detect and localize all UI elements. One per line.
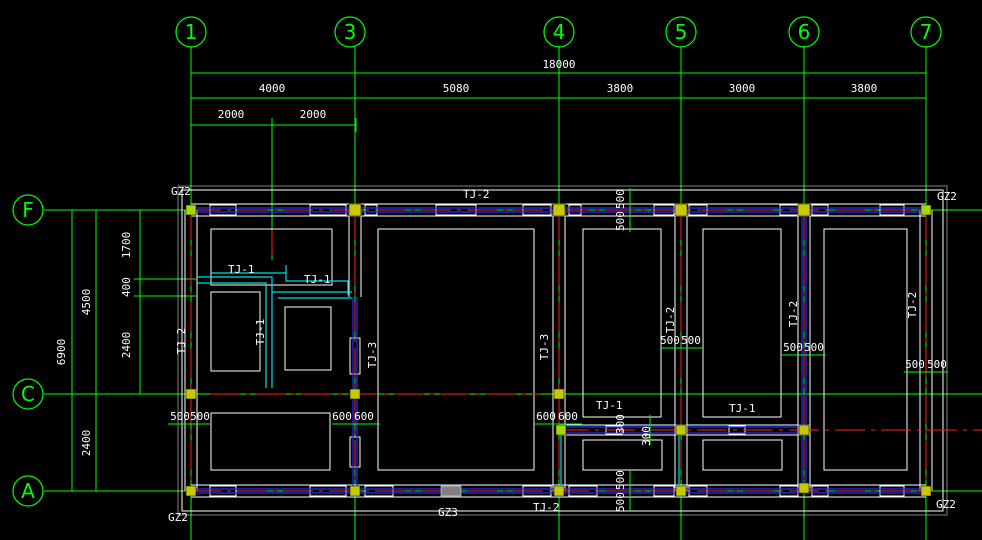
column-mid4 [555, 424, 567, 436]
bw-bottom-a: 500 [614, 470, 627, 490]
axis-label-3: 3 [344, 20, 357, 44]
axis-label-1: 1 [185, 20, 198, 44]
dim-overall-top: 18000 [542, 58, 575, 71]
label-tj2-axis5: TJ-2 [664, 307, 677, 334]
axis-label-6: 6 [798, 20, 811, 44]
axis-label-5: 5 [675, 20, 688, 44]
bw-top-a: 500 [614, 189, 627, 209]
axis-bubbles [12, 16, 942, 507]
label-gz2-bottom-left: GZ2 [168, 511, 188, 524]
column-gz2-top-left [185, 204, 197, 216]
column-c4 [553, 388, 565, 400]
bw-axis7-b: 500 [927, 358, 947, 371]
bw-axis3-b: 600 [354, 410, 374, 423]
bw-axis6-a: 500 [783, 341, 803, 354]
bw-top-b: 500 [614, 211, 627, 231]
label-tj1-c: TJ-1 [596, 399, 623, 412]
column-c3 [349, 388, 361, 400]
column-gz3 [440, 485, 462, 497]
axis-label-F: F [22, 198, 34, 222]
bw-mid-a: 300 [614, 414, 627, 434]
column-f5 [674, 203, 688, 217]
column-f6 [797, 203, 811, 217]
bw-axis3-a: 600 [332, 410, 352, 423]
column-a5 [675, 485, 687, 497]
axis-label-C: C [21, 382, 35, 406]
dim-left-2400: 2400 [80, 430, 93, 457]
label-gz2-bottom-right: GZ2 [936, 498, 956, 511]
bw-axis1-b: 500 [190, 410, 210, 423]
column-f3 [348, 203, 362, 217]
dim-top-seg-3: 3800 [607, 82, 634, 95]
dim-top-seg-2: 5080 [443, 82, 470, 95]
top-dimensions [190, 66, 927, 132]
column-a3 [349, 485, 361, 497]
axis-labels: 1 3 4 5 6 7 F C A [21, 20, 932, 503]
column-mid5 [675, 424, 687, 436]
label-gz2-top-right: GZ2 [937, 190, 957, 203]
column-c1 [185, 388, 197, 400]
dim-left-400: 400 [120, 277, 133, 297]
label-tj2-bottom: TJ-2 [533, 501, 560, 514]
column-gz2-top-right [920, 204, 932, 216]
foundation-outlines [177, 185, 948, 516]
bw-axis5-b: 500 [681, 334, 701, 347]
bw-axis6-b: 500 [804, 341, 824, 354]
axis-label-A: A [21, 479, 35, 503]
beam-lines-cyan [197, 265, 680, 491]
column-a6 [798, 482, 810, 494]
dim-left-1700: 1700 [120, 232, 133, 259]
dim-top-seg-5: 3800 [851, 82, 878, 95]
dim-top-sub-2: 2000 [300, 108, 327, 121]
label-tj3-axis4: TJ-3 [538, 334, 551, 361]
left-dimensions [66, 209, 196, 492]
column-a4 [553, 485, 565, 497]
label-tj1-a: TJ-1 [228, 263, 255, 276]
label-tj2-axis7: TJ-2 [906, 292, 919, 319]
columns [185, 203, 932, 497]
column-mid6 [798, 424, 810, 436]
dim-left-4500: 4500 [80, 289, 93, 316]
dim-top-sub-1: 2000 [218, 108, 245, 121]
label-tj1-d: TJ-1 [729, 402, 756, 415]
column-gz2-bottom-right [920, 485, 932, 497]
dim-top-seg-4: 3000 [729, 82, 756, 95]
column-gz2-bottom-left [185, 485, 197, 497]
dim-top-seg-1: 4000 [259, 82, 286, 95]
axis-label-7: 7 [920, 20, 933, 44]
structure-labels: GZ2 GZ2 GZ2 GZ2 GZ3 TJ-2 TJ-2 TJ-1 TJ-1 … [168, 185, 957, 524]
column-f4 [552, 203, 566, 217]
dim-left-2400b: 2400 [120, 332, 133, 359]
label-gz2-top-left: GZ2 [171, 185, 191, 198]
centerlines-red [190, 209, 982, 492]
bw-axis1-a: 500 [170, 410, 190, 423]
axis-label-4: 4 [553, 20, 566, 44]
dim-left-overall: 6900 [55, 339, 68, 366]
label-tj2-axis6: TJ-2 [787, 301, 800, 328]
bw-mid-b: 300 [640, 426, 653, 446]
label-gz3: GZ3 [438, 506, 458, 519]
label-tj2-axis1: TJ-2 [175, 328, 188, 355]
bw-bottom-b: 500 [614, 492, 627, 512]
label-tj2-top: TJ-2 [463, 188, 490, 201]
bw-axis5-a: 500 [660, 334, 680, 347]
label-tj1-vertical: TJ-1 [254, 319, 267, 346]
bw-axis4-b: 600 [558, 410, 578, 423]
label-tj1-b: TJ-1 [304, 273, 331, 286]
bw-axis7-a: 500 [905, 358, 925, 371]
label-tj3-axis3: TJ-3 [366, 342, 379, 369]
beam-width-dims [168, 188, 948, 512]
bw-axis4-a: 600 [536, 410, 556, 423]
